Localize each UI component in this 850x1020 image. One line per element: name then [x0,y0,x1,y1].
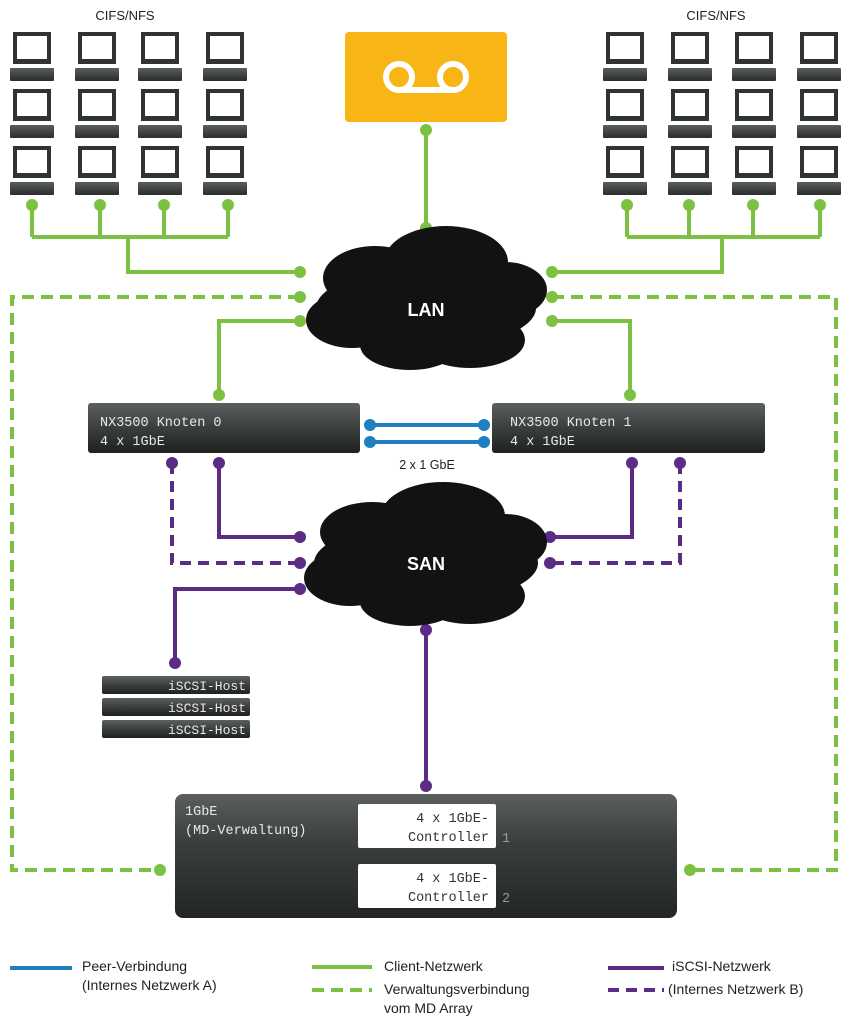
iscsi-host-label: iSCSI-Host [168,679,246,694]
workstation-icon [75,32,119,81]
controller2-number: 2 [502,892,510,907]
workstation-icon [797,89,841,138]
workstation-icon [603,32,647,81]
md-mgmt-line1: 1GbE [185,805,217,820]
workstation-icon [203,32,247,81]
iscsi-host: iSCSI-Host [102,676,250,694]
workstation-icon [603,146,647,195]
nx3500-node-0: NX3500 Knoten 0 4 x 1GbE [88,403,360,453]
legend-mgmt-line1: Verwaltungsverbindung [384,981,530,997]
workstation-icon [10,146,54,195]
workstation-icon [10,32,54,81]
workstation-icon [75,146,119,195]
node0-ports: 4 x 1GbE [100,435,165,450]
controller2-line1: 4 x 1GbE- [416,872,489,887]
workstation-icon [668,146,712,195]
clients-right-label: CIFS/NFS [686,8,746,23]
workstation-icon [797,32,841,81]
clients-left-label: CIFS/NFS [95,8,155,23]
md-array: 1GbE (MD-Verwaltung) 4 x 1GbE- Controlle… [175,794,677,918]
node1-ports: 4 x 1GbE [510,435,575,450]
iscsi-host: iSCSI-Host [102,720,250,738]
workstation-icon [10,89,54,138]
workstation-icon [732,89,776,138]
workstation-icon [138,89,182,138]
legend-client-label: Client-Netzwerk [384,958,484,974]
legend-iscsi-line2: (Internes Netzwerk B) [668,981,803,997]
client-workstations-left [10,32,247,195]
legend-peer-line2: (Internes Netzwerk A) [82,977,217,993]
controller2-line2: Controller [408,891,489,906]
iscsi-host-stack: iSCSI-Host iSCSI-Host iSCSI-Host [102,676,250,738]
iscsi-network-lines [173,463,634,786]
lan-label: LAN [408,300,445,320]
workstation-icon [75,89,119,138]
workstation-icon [732,146,776,195]
iscsi-host-label: iSCSI-Host [168,723,246,738]
iscsi-internal-lines [170,463,682,565]
legend: Peer-Verbindung (Internes Netzwerk A) Cl… [10,958,803,1016]
san-cloud-icon [304,482,547,626]
tape-library-icon [345,32,507,122]
workstation-icon [138,146,182,195]
management-connection-lines [10,295,838,872]
peer-connection-lines [370,423,484,444]
san-label: SAN [407,554,445,574]
workstation-icon [203,89,247,138]
workstation-icon [668,89,712,138]
legend-mgmt-line2: vom MD Array [384,1000,473,1016]
workstation-icon [603,89,647,138]
workstation-icon [138,32,182,81]
legend-peer-line1: Peer-Verbindung [82,958,187,974]
peer-link-label: 2 x 1 GbE [399,458,455,472]
controller1-line2: Controller [408,831,489,846]
client-workstations-right [603,32,841,195]
nx3500-node-1: NX3500 Knoten 1 4 x 1GbE [492,403,765,453]
iscsi-host-label: iSCSI-Host [168,701,246,716]
md-mgmt-line2: (MD-Verwaltung) [185,824,307,839]
md-controller-2: 4 x 1GbE- Controller 2 [358,864,510,908]
md-controller-1: 4 x 1GbE- Controller 1 [358,804,510,848]
workstation-icon [203,146,247,195]
controller1-line1: 4 x 1GbE- [416,812,489,827]
client-connection-dots [26,124,826,876]
node0-name: NX3500 Knoten 0 [100,416,222,431]
legend-iscsi-line1: iSCSI-Netzwerk [672,958,772,974]
workstation-icon [668,32,712,81]
lan-cloud-icon [306,226,547,370]
controller1-number: 1 [502,832,510,847]
peer-connection-dots [364,419,490,448]
node1-name: NX3500 Knoten 1 [510,416,632,431]
workstation-icon [732,32,776,81]
iscsi-connection-dots [166,457,686,792]
iscsi-host: iSCSI-Host [102,698,250,716]
workstation-icon [797,146,841,195]
